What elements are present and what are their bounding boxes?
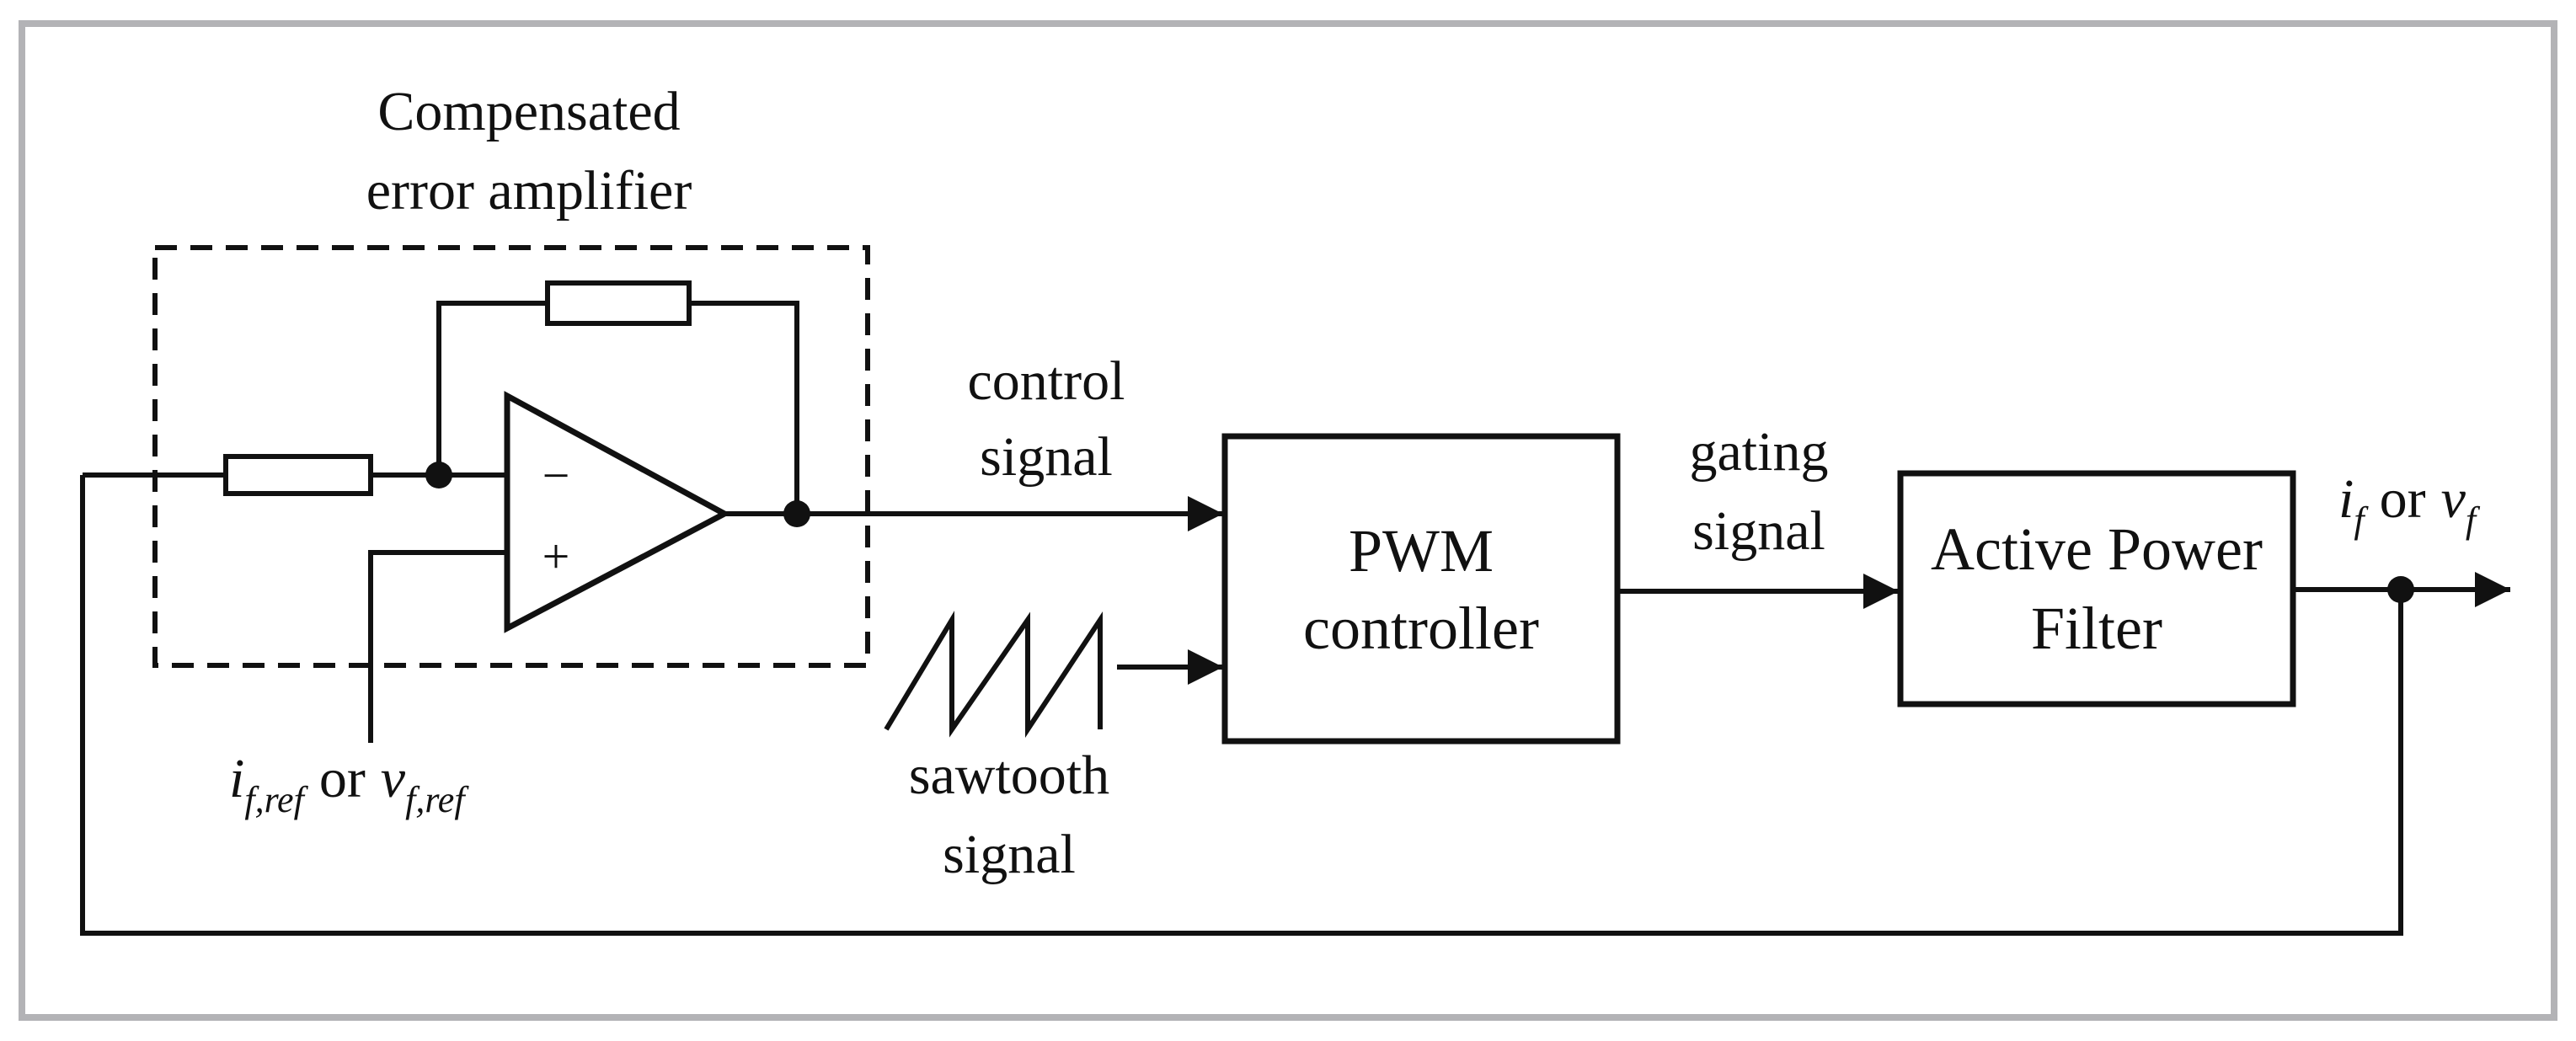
op-amp-plus-sign: + (542, 529, 570, 584)
amplifier-title-line2: error amplifier (366, 160, 692, 222)
reference-or: or (319, 748, 366, 809)
reference-v-subscript: f,ref (405, 779, 469, 820)
sawtooth-signal-label-line1: sawtooth (909, 745, 1109, 806)
feedback-wire-left (436, 301, 548, 475)
pwm-controller-block (1221, 433, 1621, 745)
reference-v: v (381, 748, 406, 809)
input-resistor (223, 454, 373, 496)
reference-input-wire (368, 550, 507, 743)
feedback-wire-right (689, 301, 799, 514)
active-power-filter-label-line2: Filter (2031, 595, 2162, 662)
input-junction-dot (425, 462, 452, 488)
gating-signal-label-line2: signal (1692, 500, 1825, 562)
reference-i: i (229, 748, 244, 809)
output-or: or (2380, 468, 2426, 530)
control-signal-label-line1: control (968, 350, 1125, 412)
gating-signal-label-line1: gating (1690, 421, 1829, 483)
amplifier-title-line1: Compensated (377, 81, 680, 142)
error-amplifier-boundary (152, 245, 870, 668)
output-i: i (2338, 468, 2354, 530)
op-amp-minus-sign: − (542, 448, 570, 503)
feedback-loop-wire (80, 475, 2403, 936)
output-v: v (2441, 468, 2466, 530)
pwm-controller-label-line2: controller (1303, 595, 1539, 662)
op-amp (504, 391, 731, 633)
sawtooth-signal-label-line2: signal (943, 824, 1076, 885)
sawtooth-icon (884, 611, 1103, 738)
pwm-controller-label-line1: PWM (1349, 517, 1494, 585)
feedback-resistor (545, 280, 692, 326)
control-signal-label-line2: signal (980, 426, 1113, 488)
reference-i-subscript: f,ref (244, 779, 308, 820)
active-power-filter-label-line1: Active Power (1931, 515, 2263, 583)
active-power-filter-block (1897, 470, 2296, 707)
